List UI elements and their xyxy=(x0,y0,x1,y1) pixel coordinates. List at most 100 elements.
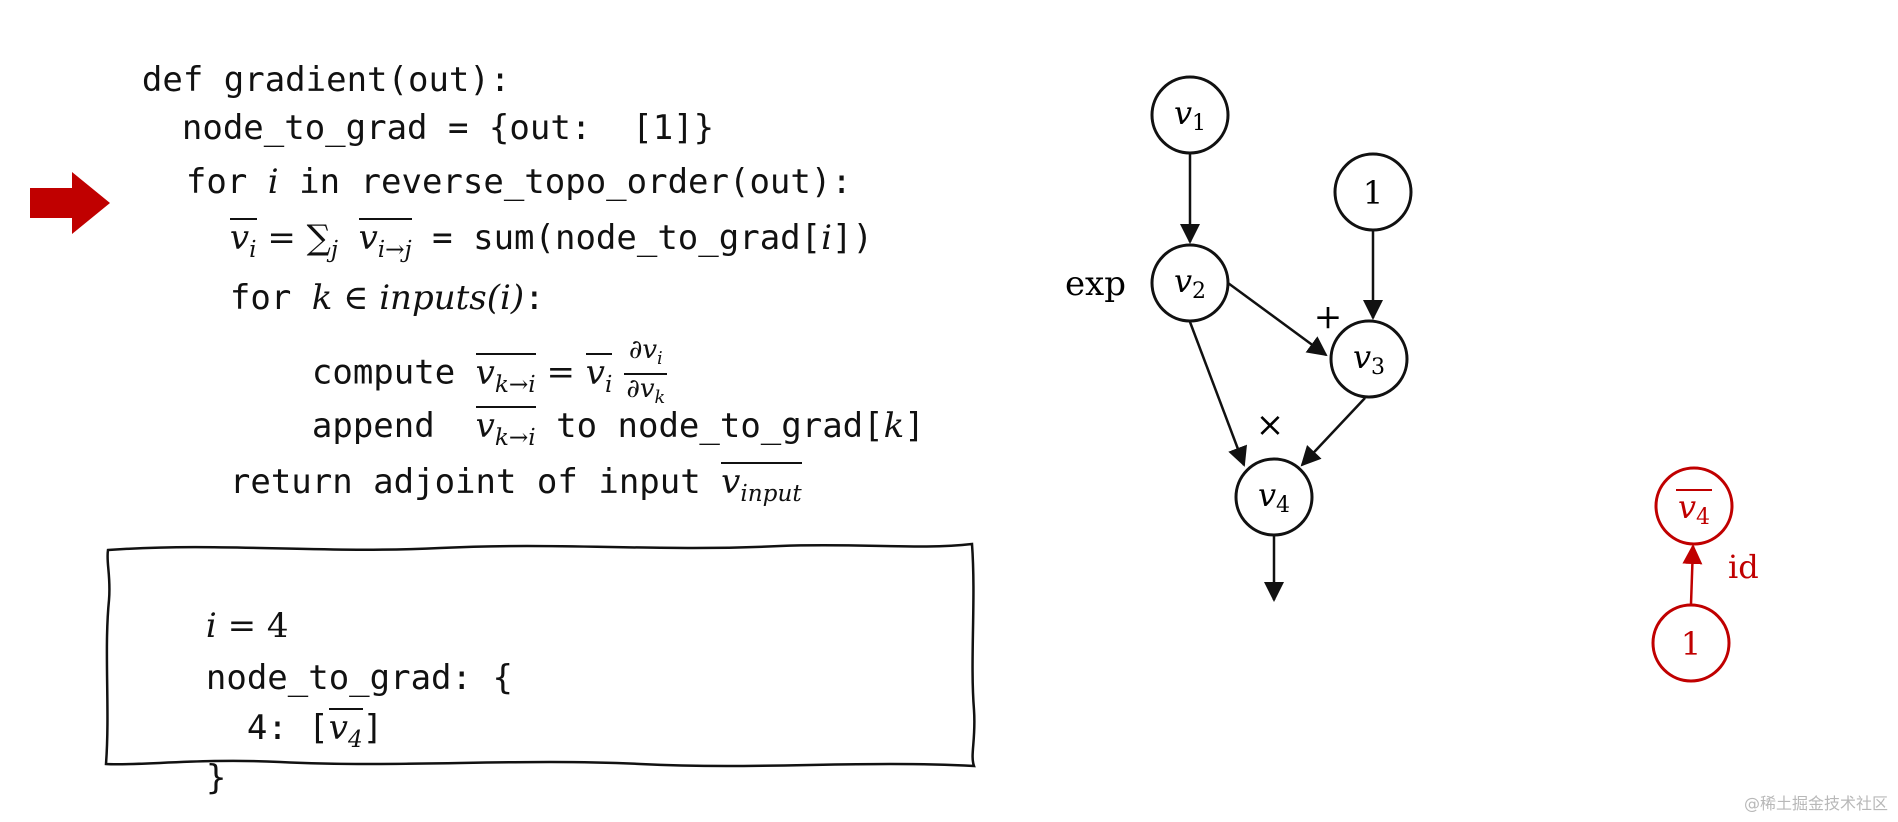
node-v1: v1 xyxy=(1150,75,1230,155)
svg-text:v1: v1 xyxy=(1174,94,1206,136)
node-const-1: 1 xyxy=(1333,152,1413,232)
node-v1-sub: 1 xyxy=(1192,111,1206,136)
sum-sub: j xyxy=(330,237,339,264)
node-v1-letter: v xyxy=(1174,94,1192,132)
inputs-args: (i) xyxy=(486,278,525,318)
state-line-dict-open: node_to_grad: { xyxy=(124,618,513,738)
node-v4-letter: v xyxy=(1258,476,1276,514)
append-rest: to node_to_grad[ xyxy=(535,406,884,446)
sum-symbol: ∑ xyxy=(306,218,331,258)
adjoint-vbar4-sub: 4 xyxy=(1696,505,1710,530)
code-def-text: def gradient(out): xyxy=(141,60,511,100)
vbar-ij-letter: v xyxy=(358,218,378,258)
svg-text:v3: v3 xyxy=(1353,338,1385,380)
code-for-rest: in reverse_topo_order(out): xyxy=(278,162,852,202)
code-init-text: node_to_grad = {out: [1]} xyxy=(181,108,715,148)
vbar-ki2-letter: v xyxy=(475,406,495,446)
node-const-1-label: 1 xyxy=(1363,174,1383,212)
node-v2-letter: v xyxy=(1174,262,1192,300)
eq-sign: = xyxy=(256,218,307,258)
vbar-i-to-j: vi→j xyxy=(358,218,412,264)
vbar-i2-sub: i xyxy=(604,371,613,398)
compute-eq: = xyxy=(535,352,586,393)
compute-keyword: compute xyxy=(311,352,476,393)
fraction-denominator: ∂vk xyxy=(624,375,667,412)
code-line-append: append vk→i to node_to_grad[k] xyxy=(230,366,925,490)
vbar-i-sub: i xyxy=(249,237,257,264)
edge-v3-v4 xyxy=(1300,397,1366,467)
inner-for-colon: : xyxy=(524,278,545,318)
op-times-label: × xyxy=(1256,405,1285,445)
vbar-ki2-sub: k→i xyxy=(494,425,536,452)
partial-derivative-fraction: ∂vi∂vk xyxy=(624,335,668,412)
inner-for-keyword: for xyxy=(229,278,312,318)
denominator-text: ∂v xyxy=(626,374,655,405)
code-line-init: node_to_grad = {out: [1]} xyxy=(100,68,714,188)
sum-call: = sum(node_to_grad[ xyxy=(411,218,822,258)
vbar-i2-letter: v xyxy=(585,352,605,393)
state-box-border xyxy=(104,542,976,768)
fraction-numerator: ∂vi xyxy=(624,335,668,376)
vbar-input-sub: input xyxy=(740,481,802,508)
svg-text:v2: v2 xyxy=(1174,262,1206,304)
state-line-i: i = 4 xyxy=(124,566,289,686)
vbar-ij-sub: i→j xyxy=(377,237,412,264)
state-line-entry: 4: [v4] xyxy=(124,668,383,792)
node-v3-sub: 3 xyxy=(1371,355,1385,380)
append-end: ] xyxy=(904,406,925,446)
svg-text:v4: v4 xyxy=(1678,488,1710,530)
element-of-symbol: ∈ xyxy=(332,278,380,318)
state-i-var: i xyxy=(205,606,217,646)
watermark: @稀土掘金技术社区 xyxy=(1743,794,1888,813)
sum-call-var: i xyxy=(821,218,832,258)
state-vbar4-sub: 4 xyxy=(347,727,363,754)
state-entry-end: ] xyxy=(362,708,384,748)
state-vbar-4: v4 xyxy=(328,708,363,754)
state-dict-close-text: } xyxy=(205,758,227,798)
edge-v2-v3 xyxy=(1227,281,1328,357)
node-v3: v3 xyxy=(1329,319,1409,399)
adjoint-node-one: 1 xyxy=(1651,603,1731,683)
code-line-for-inner: for k ∈ inputs(i): xyxy=(148,238,545,358)
return-text: return adjoint of input xyxy=(229,462,722,502)
state-dict-open-text: node_to_grad: { xyxy=(205,658,513,698)
denominator-sub: k xyxy=(654,388,666,409)
node-v2: v2 xyxy=(1150,243,1230,323)
vbar-i-compute: vi xyxy=(585,352,613,398)
node-v4-sub: 4 xyxy=(1276,493,1290,518)
code-line-def: def gradient(out): xyxy=(60,20,510,140)
numerator-sub: i xyxy=(657,349,663,370)
state-line-dict-close: } xyxy=(124,718,226,822)
svg-text:v4: v4 xyxy=(1258,476,1290,518)
vbar-k-to-i: vk→i xyxy=(475,352,536,398)
vbar-input: vinput xyxy=(721,462,802,508)
vbar-k-to-i-append: vk→i xyxy=(475,406,536,452)
vbar-input-letter: v xyxy=(721,462,741,502)
op-exp-label: exp xyxy=(1065,264,1126,304)
vbar-i-letter: v xyxy=(229,218,250,258)
state-entry-key: 4: [ xyxy=(205,708,329,748)
adjoint-one-label: 1 xyxy=(1681,625,1701,663)
vbar-i: vi xyxy=(229,218,257,264)
vbar-ki-letter: v xyxy=(475,352,495,393)
append-keyword: append xyxy=(311,406,476,446)
code-line-sum: vi = ∑j vi→j = sum(node_to_grad[i]) xyxy=(148,178,873,310)
code-for-var: i xyxy=(267,162,279,202)
node-v2-sub: 2 xyxy=(1192,279,1206,304)
code-for-keyword: for xyxy=(185,162,268,202)
node-v4: v4 xyxy=(1234,457,1314,537)
code-line-for-outer: for i in reverse_topo_order(out): xyxy=(104,122,852,242)
vbar-ki-sub: k→i xyxy=(494,371,536,398)
numerator-text: ∂v xyxy=(628,335,658,365)
sum-call-end: ]) xyxy=(831,218,873,258)
adjoint-edge-id xyxy=(1682,544,1703,605)
code-line-return: return adjoint of input vinput xyxy=(148,422,802,546)
current-line-pointer-arrow xyxy=(30,172,110,234)
node-v3-letter: v xyxy=(1353,338,1371,376)
append-var: k xyxy=(883,406,905,446)
adjoint-edge-label: id xyxy=(1728,548,1759,586)
code-line-compute: compute vk→i = vi∂vi∂vk xyxy=(230,296,668,452)
state-i-value: = 4 xyxy=(216,606,289,646)
inputs-func: inputs xyxy=(379,278,487,318)
